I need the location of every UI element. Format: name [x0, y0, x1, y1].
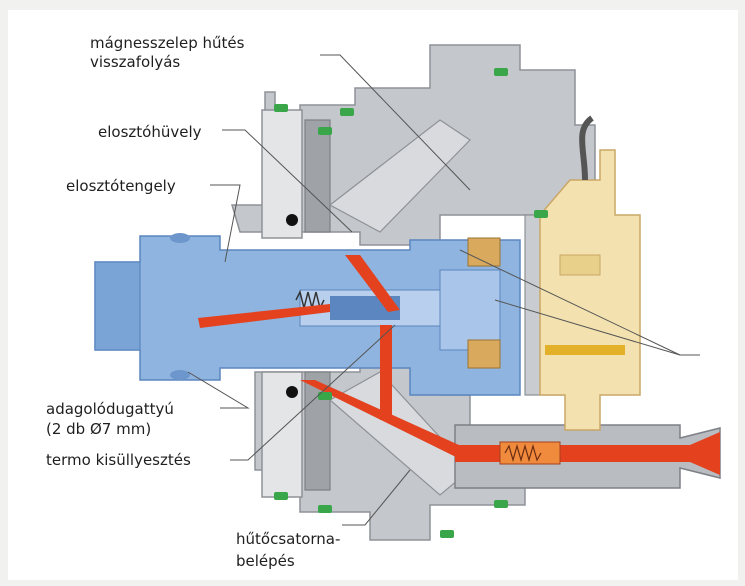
fuel-outlet-channel: [455, 432, 720, 475]
seal: [534, 210, 548, 218]
ball-lower: [286, 386, 298, 398]
leader-pistons: [187, 371, 250, 409]
delivery-valve-spring: [504, 443, 542, 463]
label-thermal-countersink: termo kisüllyesztés: [46, 451, 191, 469]
leader-solenoid-return: [320, 54, 471, 191]
label-metering-pistons-2: (2 db Ø7 mm): [46, 420, 151, 438]
delivery-valve: [499, 441, 561, 465]
fuel-channel-left: [198, 304, 330, 328]
bolt-top: [170, 233, 190, 243]
solenoid-armature-bottom: [467, 339, 501, 369]
leader-right-a: [459, 249, 681, 356]
solenoid-coil: [559, 254, 601, 276]
seal: [318, 505, 332, 513]
seal: [274, 492, 288, 500]
leader-lines: [187, 54, 700, 526]
seals: [274, 68, 548, 538]
fuel-channel-to-outlet: [300, 380, 470, 460]
seal: [318, 392, 332, 400]
label-distributor-sleeve: elosztóhüvely: [98, 123, 202, 141]
solenoid-valve: [467, 115, 641, 431]
seal: [340, 108, 354, 116]
strut-upper: [328, 119, 471, 233]
label-distributor-shaft: elosztótengely: [66, 177, 176, 195]
seal: [494, 500, 508, 508]
solenoid-cable: [579, 115, 594, 181]
solenoid-needle: [545, 345, 625, 355]
label-solenoid-cooling-return-1: mágnesszelep hűtés: [90, 34, 245, 52]
label-solenoid-cooling-return-2: visszafolyás: [90, 53, 180, 71]
seal: [440, 530, 454, 538]
fuel-channel-vertical: [380, 325, 392, 420]
leader-shaft: [210, 184, 241, 263]
seal: [274, 104, 288, 112]
fuel-passages: [198, 255, 720, 475]
shaft-spline: [94, 261, 141, 351]
label-cooling-inlet-1: hűtőcsatorna-: [236, 530, 340, 548]
leader-sleeve: [222, 129, 353, 233]
leader-thermal: [230, 324, 396, 461]
leader-right-b: [494, 299, 681, 356]
distributor-head: [439, 269, 501, 351]
solenoid-armature-top: [467, 237, 501, 267]
label-cooling-inlet-2: belépés: [236, 552, 295, 570]
leader-cooling: [342, 469, 411, 526]
solenoid-body: [539, 149, 641, 431]
seal: [318, 127, 332, 135]
label-metering-pistons-1: adagolódugattyú: [46, 400, 174, 418]
bolt-bottom: [170, 370, 190, 380]
seal: [494, 68, 508, 76]
ball-upper: [286, 214, 298, 226]
cam-ring-upper: [304, 119, 331, 233]
fuel-channel-diagonal-upper: [345, 255, 400, 312]
